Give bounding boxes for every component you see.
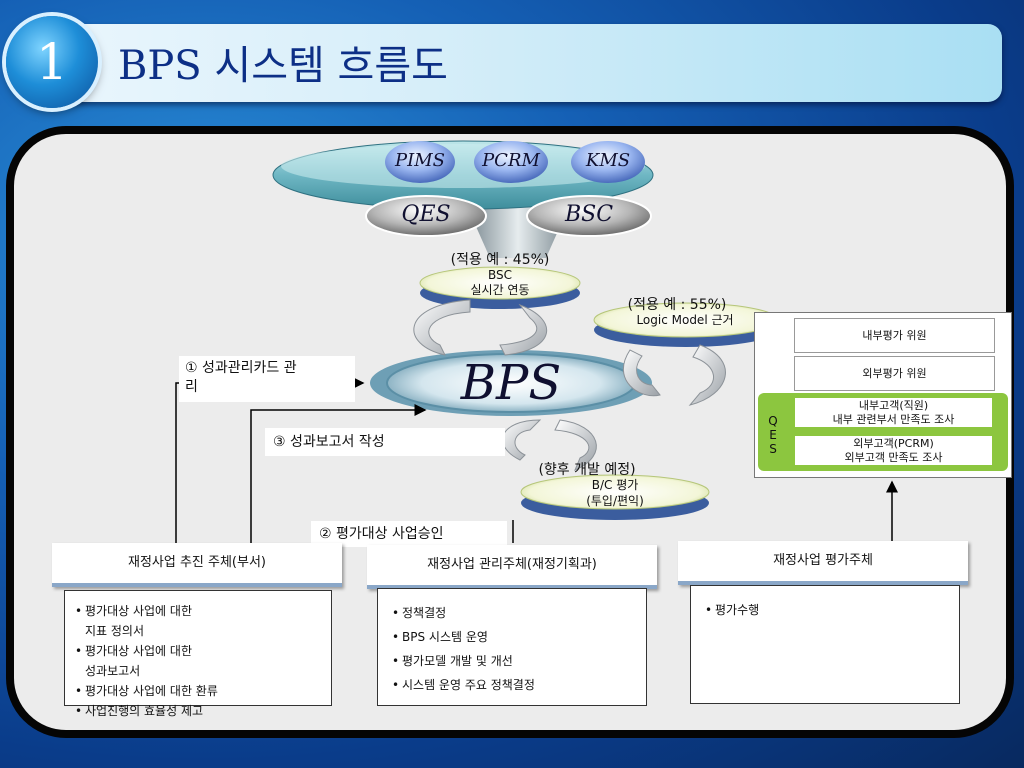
bps-ring xyxy=(370,350,652,416)
page-title: BPS 시스템 흐름도 xyxy=(118,43,448,89)
entity-list-evaluation: 평가수행 xyxy=(690,585,960,704)
list-item: BPS 시스템 운영 xyxy=(392,625,646,649)
pcrm-ball xyxy=(474,141,548,183)
systems-funnel xyxy=(272,140,654,258)
external-customer-line1: 외부고객(PCRM) xyxy=(853,437,934,450)
bsc-disc-line1: BSC xyxy=(487,268,513,282)
title-bar xyxy=(50,24,1002,102)
entity-list-management: 정책결정 BPS 시스템 운영 평가모델 개발 및 개선 시스템 운영 주요 정… xyxy=(377,588,647,706)
internal-customer-line2: 내부 관련부서 만족도 조사 xyxy=(832,413,955,426)
qes-letter-s: S xyxy=(769,442,777,456)
qes-ball xyxy=(365,195,487,237)
step3-label: ③ 성과보고서 작성 xyxy=(265,428,505,456)
entity-list-department: 평가대상 사업에 대한 지표 정의서 평가대상 사업에 대한 성과보고서 평가대… xyxy=(64,590,332,721)
list-item: 시스템 운영 주요 정책결정 xyxy=(392,673,646,697)
slide-number-badge: 1 xyxy=(6,16,98,108)
internal-customer-box: 내부고객(직원) 내부 관련부서 만족도 조사 xyxy=(794,397,993,428)
bc-disc-text: B/C 평가 (투입/편익) xyxy=(555,477,675,509)
internal-customer-line1: 내부고객(직원) xyxy=(858,399,929,412)
bsc-label: BSC xyxy=(564,202,614,227)
list-item: 평가모델 개발 및 개선 xyxy=(392,649,646,673)
list-item: 평가수행 xyxy=(705,600,959,620)
logic-apply-note: (적용 예 : 55%) xyxy=(627,297,727,313)
qes-letter-e: E xyxy=(769,428,777,442)
bc-disc-line1: B/C 평가 xyxy=(591,478,639,492)
logic-disc xyxy=(593,302,779,347)
list-item: 평가대상 사업에 대한 지표 정의서 xyxy=(75,601,331,641)
bc-disc-line2: (투입/편익) xyxy=(586,494,644,508)
pcrm-label: PCRM xyxy=(482,150,540,171)
qes-label: QES xyxy=(401,202,451,227)
list-item: 정책결정 xyxy=(392,601,646,625)
pims-label: PIMS xyxy=(395,150,445,171)
qes-letter-q: Q xyxy=(768,414,778,428)
internal-committee-box: 내부평가 위원 xyxy=(794,318,995,353)
external-committee-box: 외부평가 위원 xyxy=(794,356,995,391)
qes-vertical-label: Q E S xyxy=(764,414,782,456)
bps-label: BPS xyxy=(460,355,562,411)
logic-disc-label: Logic Model 근거 xyxy=(636,313,734,327)
bsc-disc-text: BSC 실시간 연동 xyxy=(440,268,560,298)
step1-label: ① 성과관리카드 관 리 xyxy=(179,356,355,402)
bc-disc xyxy=(520,474,710,520)
kms-label: KMS xyxy=(585,150,631,171)
step2-label: ② 평가대상 사업승인 xyxy=(311,521,507,547)
entity-header-management: 재정사업 관리주체(재정기획과) xyxy=(367,545,657,589)
entity-header-evaluation: 재정사업 평가주체 xyxy=(678,541,968,585)
bsc-disc-line2: 실시간 연동 xyxy=(470,283,530,297)
external-customer-line2: 외부고객 만족도 조사 xyxy=(844,451,943,464)
cycle-arrows xyxy=(413,299,726,471)
list-item: 평가대상 사업에 대한 환류 xyxy=(75,681,331,701)
external-customer-box: 외부고객(PCRM) 외부고객 만족도 조사 xyxy=(794,435,993,466)
entity-header-department: 재정사업 추진 주체(부서) xyxy=(52,543,342,587)
bsc-ball xyxy=(526,195,652,237)
kms-ball xyxy=(571,141,645,183)
pims-ball xyxy=(385,141,455,183)
list-item: 평가대상 사업에 대한 성과보고서 xyxy=(75,641,331,681)
bsc-apply-note: (적용 예 : 45%) xyxy=(450,252,550,268)
bc-apply-note: (향후 개발 예정) xyxy=(538,462,636,478)
list-item: 사업진행의 효율성 제고 xyxy=(75,701,331,721)
